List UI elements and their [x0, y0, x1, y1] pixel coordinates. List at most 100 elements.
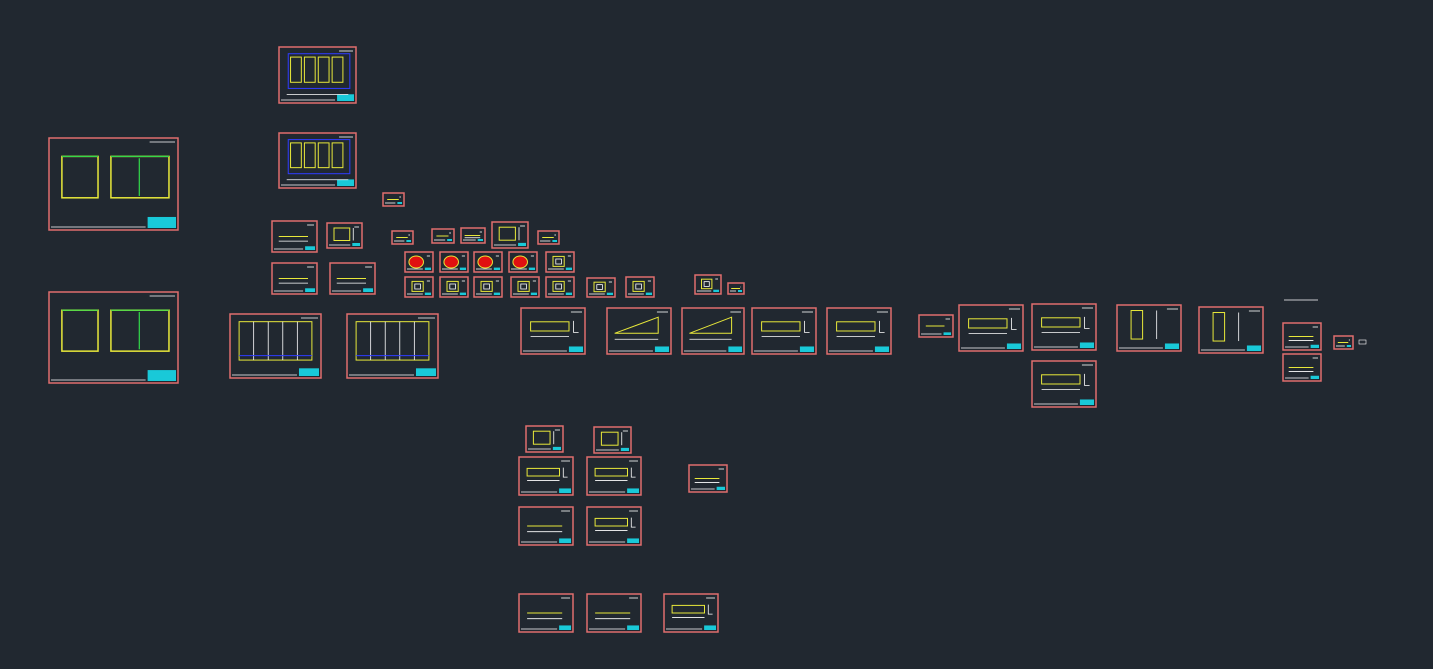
drawing-sheet[interactable] [545, 251, 575, 273]
sloped-member [689, 316, 733, 334]
title-block [713, 289, 719, 292]
drawing-sheet[interactable] [586, 456, 642, 496]
title-block [552, 446, 561, 450]
title-block [397, 202, 402, 204]
drawing-sheet[interactable] [460, 227, 486, 244]
node-detail [411, 280, 424, 292]
drawing-sheet[interactable] [491, 221, 529, 249]
sheet-border [1282, 322, 1322, 351]
title-block [1006, 343, 1021, 349]
section-outline [238, 321, 313, 361]
drawing-sheet[interactable] [688, 464, 728, 493]
stray-mark [1358, 339, 1367, 345]
title-block [424, 267, 431, 270]
drawing-sheet[interactable] [473, 276, 503, 298]
section-mark [562, 467, 568, 478]
sheet-border [431, 228, 455, 244]
drawing-sheet[interactable] [431, 228, 455, 244]
drawing-sheet[interactable] [1031, 360, 1097, 408]
title-block [565, 267, 572, 270]
hatched-section [512, 255, 528, 269]
drawing-sheet[interactable] [271, 220, 318, 253]
title-block [559, 625, 571, 630]
section-mark [879, 320, 885, 333]
drawing-sheet[interactable] [537, 230, 560, 245]
drawing-sheet[interactable] [329, 262, 376, 295]
beam-elevation [530, 321, 570, 332]
drawing-sheet[interactable] [391, 230, 414, 245]
drawing-sheet[interactable] [826, 307, 892, 355]
beam-elevation [671, 604, 705, 614]
drawing-sheet[interactable] [1282, 322, 1322, 351]
sheet-border [606, 307, 672, 355]
drawing-sheet[interactable] [625, 276, 655, 298]
drawing-sheet[interactable] [1198, 306, 1264, 354]
drawing-sheet[interactable] [508, 251, 538, 273]
node-detail [552, 280, 565, 292]
sheet-border [329, 262, 376, 295]
title-block [1310, 344, 1319, 348]
sheet-border [473, 251, 503, 273]
drawing-sheet[interactable] [326, 222, 363, 249]
drawing-sheet[interactable] [586, 277, 616, 298]
drawing-sheet[interactable] [727, 282, 745, 295]
drawing-sheet[interactable] [518, 593, 574, 633]
drawing-sheet[interactable] [271, 262, 318, 295]
title-block [447, 239, 452, 241]
drawing-sheet[interactable] [918, 314, 954, 338]
drawing-sheet[interactable] [346, 313, 439, 379]
drawing-sheet[interactable] [404, 276, 434, 298]
plan-room [317, 142, 330, 169]
drawing-sheet[interactable] [1282, 353, 1322, 382]
elevation-front [61, 155, 99, 199]
drawing-sheet[interactable] [278, 132, 357, 189]
title-block [645, 292, 652, 295]
drawing-sheet[interactable] [593, 426, 632, 454]
drawing-sheet[interactable] [518, 456, 574, 496]
sheet-border [391, 230, 414, 245]
drawing-sheet[interactable] [439, 251, 469, 273]
sheet-border [278, 132, 357, 189]
beam-elevation [526, 467, 560, 477]
drawing-sheet[interactable] [958, 304, 1024, 352]
drawing-sheet[interactable] [1333, 335, 1354, 350]
drawing-sheet[interactable] [694, 274, 722, 295]
drawing-sheet[interactable] [382, 192, 405, 207]
title-block [305, 246, 315, 250]
title-block [1079, 342, 1094, 348]
drawing-sheet[interactable] [278, 46, 357, 104]
sheet-border [48, 291, 179, 384]
node-core [596, 284, 603, 290]
drawing-sheet[interactable] [525, 425, 564, 453]
sheet-border [518, 456, 574, 496]
sheet-border [326, 222, 363, 249]
drawing-sheet[interactable] [439, 276, 469, 298]
drawing-sheet[interactable] [663, 593, 719, 633]
drawing-sheet[interactable] [473, 251, 503, 273]
drawing-sheet[interactable] [586, 506, 642, 546]
drawing-sheet[interactable] [518, 506, 574, 546]
drawing-sheet[interactable] [520, 307, 586, 355]
node-detail [517, 280, 530, 292]
sheet-border [1031, 303, 1097, 351]
drawing-sheet[interactable] [48, 291, 179, 384]
node-core [635, 283, 642, 290]
sheet-border [751, 307, 817, 355]
drawing-sheet[interactable] [751, 307, 817, 355]
drawing-sheet[interactable] [681, 307, 745, 355]
node-core [703, 281, 710, 287]
drawing-sheet[interactable] [545, 276, 575, 298]
sheet-border [586, 506, 642, 546]
drawing-sheet[interactable] [229, 313, 322, 379]
drawing-sheet[interactable] [48, 137, 179, 231]
drawing-sheet[interactable] [1031, 303, 1097, 351]
drawing-sheet[interactable] [1116, 304, 1182, 352]
title-block [559, 488, 571, 493]
drawing-sheet[interactable] [606, 307, 672, 355]
drawing-sheet[interactable] [586, 593, 642, 633]
drawing-sheet[interactable] [510, 276, 540, 298]
column-detail [1130, 310, 1144, 340]
drawing-sheet[interactable] [404, 251, 434, 273]
node-detail [552, 255, 565, 267]
